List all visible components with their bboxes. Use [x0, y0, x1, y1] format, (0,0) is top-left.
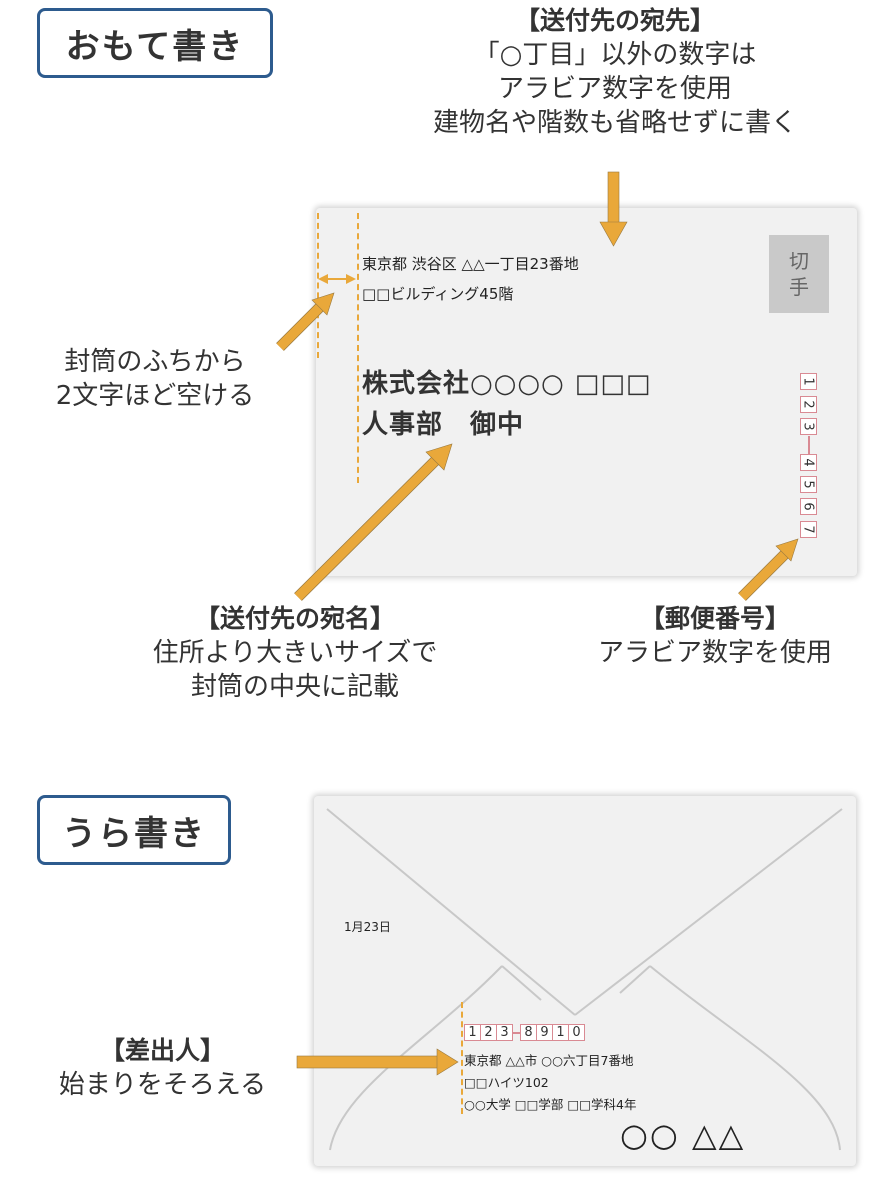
sender-start-guide	[461, 1002, 463, 1114]
callout-heading: 【差出人】	[99, 1036, 225, 1065]
postal-digit-box: 6	[800, 498, 817, 515]
callout-line: 2文字ほど空ける	[55, 381, 255, 411]
postal-digit-box: 3	[800, 418, 817, 435]
callout-line: 「○丁目」以外の数字は	[473, 40, 757, 70]
postal-hyphen	[808, 436, 810, 454]
callout-line: 始まりをそろえる	[58, 1070, 267, 1100]
stamp-char: 切	[789, 249, 809, 273]
address-start-guide	[357, 213, 359, 483]
postal-digit-box: 1	[800, 373, 817, 390]
address-line-2: □□ビルディング45階	[362, 285, 514, 303]
sender-address-line-1: 東京都 △△市 ○○六丁目7番地	[464, 1053, 634, 1068]
back-section-label: うら書き	[37, 795, 231, 865]
arrow-diagonal-icon	[294, 443, 453, 601]
callout-heading: 【送付先の宛先】	[514, 6, 715, 35]
stamp-char: 手	[789, 275, 809, 299]
double-arrow-icon	[318, 274, 356, 284]
postal-digit-box: 4	[800, 454, 817, 471]
envelope-edge-guide	[317, 213, 319, 358]
stamp-placeholder: 切 手	[769, 235, 829, 313]
sender-address-line-3: ○○大学 □□学部 □□学科4年	[464, 1097, 637, 1112]
sender-address-line-2: □□ハイツ102	[464, 1075, 549, 1090]
postal-digit-box: 1	[552, 1024, 569, 1041]
postal-hyphen	[513, 1032, 521, 1034]
recipient-name-callout: 【送付先の宛名】 住所より大きいサイズで 封筒の中央に記載	[100, 602, 490, 704]
sender-callout: 【差出人】 始まりをそろえる	[25, 1034, 300, 1102]
front-envelope	[316, 208, 857, 576]
callout-line: 封筒の中央に記載	[190, 672, 399, 702]
callout-heading: 【送付先の宛名】	[194, 604, 395, 633]
arrow-diagonal-icon	[276, 292, 335, 351]
postal-digit-box: 5	[800, 476, 817, 493]
postal-digit-box: 7	[800, 521, 817, 538]
callout-heading: 【郵便番号】	[639, 604, 790, 633]
postal-code-callout: 【郵便番号】 アラビア数字を使用	[560, 602, 870, 670]
callout-line: アラビア数字を使用	[497, 74, 732, 104]
margin-callout: 封筒のふちから 2文字ほど空ける	[20, 345, 290, 413]
back-envelope	[314, 796, 856, 1166]
postal-digit-box: 2	[800, 396, 817, 413]
recipient-address-callout: 【送付先の宛先】 「○丁目」以外の数字は アラビア数字を使用 建物名や階数も省略…	[375, 4, 855, 140]
callout-line: アラビア数字を使用	[597, 638, 832, 668]
arrow-down-icon	[599, 171, 628, 247]
callout-line: 封筒のふちから	[64, 347, 246, 377]
arrows-front	[276, 171, 799, 601]
address-line-1: 東京都 渋谷区 △△一丁目23番地	[362, 255, 579, 273]
sender-name: ○○ △△	[620, 1116, 746, 1154]
front-section-label: おもて書き	[37, 8, 273, 78]
company-name: 株式会社○○○○ □□□	[362, 369, 652, 399]
send-date: 1月23日	[344, 920, 391, 934]
arrow-diagonal-icon	[738, 538, 799, 601]
department-name: 人事部 御中	[362, 410, 525, 440]
postal-digit-box: 3	[496, 1024, 513, 1041]
callout-line: 住所より大きいサイズで	[152, 638, 438, 668]
postal-digit-box: 0	[568, 1024, 585, 1041]
callout-line: 建物名や階数も省略せずに書く	[432, 108, 797, 138]
